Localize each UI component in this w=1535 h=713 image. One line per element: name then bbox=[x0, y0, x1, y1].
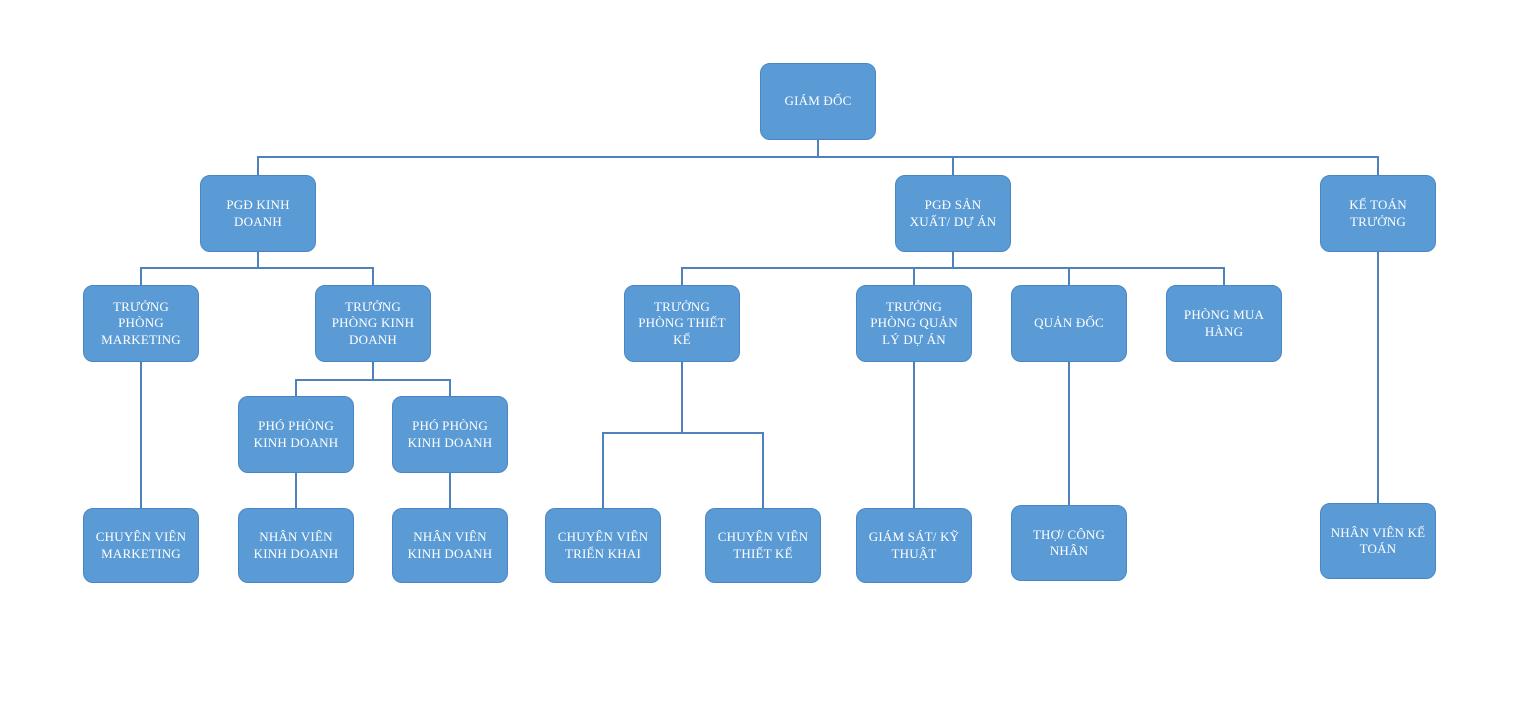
connector-line bbox=[449, 380, 451, 396]
org-node-pgd-kinh-doanh[interactable]: PGĐ KINH DOANH bbox=[200, 175, 316, 252]
connector-line bbox=[449, 473, 451, 508]
connector-line bbox=[1068, 268, 1070, 285]
org-node-truong-phong-marketing[interactable]: TRƯỞNG PHÒNG MARKETING bbox=[83, 285, 199, 362]
org-node-giam-sat-ky-thuat[interactable]: GIÁM SÁT/ KỸ THUẬT bbox=[856, 508, 972, 583]
connector-line bbox=[602, 433, 604, 508]
org-node-label: CHUYÊN VIÊN THIẾT KẾ bbox=[717, 529, 809, 561]
org-node-label: CHUYÊN VIÊN MARKETING bbox=[95, 529, 187, 561]
org-node-nhan-vien-ke-toan[interactable]: NHÂN VIÊN KẾ TOÁN bbox=[1320, 503, 1436, 579]
connector-line bbox=[913, 268, 915, 285]
connector-line bbox=[952, 157, 954, 175]
connector-line bbox=[257, 157, 259, 175]
connector-line bbox=[140, 268, 142, 285]
org-node-pgd-san-xuat[interactable]: PGĐ SẢN XUẤT/ DỰ ÁN bbox=[895, 175, 1011, 252]
org-node-phong-mua-hang[interactable]: PHÒNG MUA HÀNG bbox=[1166, 285, 1282, 362]
connector-line bbox=[1377, 252, 1379, 503]
org-node-truong-phong-thiet-ke[interactable]: TRƯỞNG PHÒNG THIẾT KẾ bbox=[624, 285, 740, 362]
connector-line bbox=[762, 433, 764, 508]
connector-line bbox=[140, 267, 374, 269]
connector-line bbox=[295, 380, 297, 396]
connector-line bbox=[372, 268, 374, 285]
org-node-label: PGĐ SẢN XUẤT/ DỰ ÁN bbox=[909, 197, 997, 229]
org-node-pho-phong-kinh-doanh-1[interactable]: PHÓ PHÒNG KINH DOANH bbox=[238, 396, 354, 473]
org-node-label: TRƯỞNG PHÒNG QUẢN LÝ DỰ ÁN bbox=[870, 299, 958, 347]
org-node-quan-doc[interactable]: QUẢN ĐỐC bbox=[1011, 285, 1127, 362]
org-node-nhan-vien-kinh-doanh-1[interactable]: NHÂN VIÊN KINH DOANH bbox=[238, 508, 354, 583]
org-node-label: GIÁM SÁT/ KỸ THUẬT bbox=[868, 529, 960, 561]
org-node-truong-phong-quan-ly-du-an[interactable]: TRƯỞNG PHÒNG QUẢN LÝ DỰ ÁN bbox=[856, 285, 972, 362]
org-node-label: THỢ/ CÔNG NHÂN bbox=[1032, 526, 1106, 558]
org-node-label: NHÂN VIÊN KẾ TOÁN bbox=[1330, 524, 1426, 556]
org-node-chuyen-vien-trien-khai[interactable]: CHUYÊN VIÊN TRIỂN KHAI bbox=[545, 508, 661, 583]
org-node-label: PHÓ PHÒNG KINH DOANH bbox=[407, 418, 493, 450]
connector-line bbox=[257, 156, 1379, 158]
org-node-chuyen-vien-thiet-ke[interactable]: CHUYÊN VIÊN THIẾT KẾ bbox=[705, 508, 821, 583]
connector-line bbox=[913, 362, 915, 508]
org-node-label: NHÂN VIÊN KINH DOANH bbox=[253, 529, 339, 561]
connector-line bbox=[1068, 362, 1070, 505]
org-node-label: CHUYÊN VIÊN TRIỂN KHAI bbox=[557, 529, 649, 561]
org-node-label: GIÁM ĐỐC bbox=[784, 93, 852, 109]
connector-line bbox=[372, 362, 374, 380]
connector-line bbox=[295, 473, 297, 508]
org-node-ke-toan-truong[interactable]: KẾ TOÁN TRƯỞNG bbox=[1320, 175, 1436, 252]
connector-line bbox=[681, 362, 683, 433]
org-node-nhan-vien-kinh-doanh-2[interactable]: NHÂN VIÊN KINH DOANH bbox=[392, 508, 508, 583]
connector-line bbox=[602, 432, 764, 434]
connector-line bbox=[295, 379, 451, 381]
org-node-tho-cong-nhan[interactable]: THỢ/ CÔNG NHÂN bbox=[1011, 505, 1127, 581]
org-node-label: NHÂN VIÊN KINH DOANH bbox=[407, 529, 493, 561]
connector-line bbox=[1223, 268, 1225, 285]
org-node-label: TRƯỞNG PHÒNG KINH DOANH bbox=[331, 299, 415, 347]
connector-line bbox=[681, 268, 683, 285]
org-node-label: KẾ TOÁN TRƯỞNG bbox=[1349, 197, 1407, 229]
org-node-giam-doc[interactable]: GIÁM ĐỐC bbox=[760, 63, 876, 140]
connector-line bbox=[817, 140, 819, 157]
org-node-label: PGĐ KINH DOANH bbox=[226, 197, 290, 229]
connector-line bbox=[257, 252, 259, 268]
org-node-label: TRƯỞNG PHÒNG MARKETING bbox=[101, 299, 181, 347]
connector-line bbox=[952, 252, 954, 268]
connector-line bbox=[140, 362, 142, 508]
org-node-pho-phong-kinh-doanh-2[interactable]: PHÓ PHÒNG KINH DOANH bbox=[392, 396, 508, 473]
org-node-truong-phong-kinh-doanh[interactable]: TRƯỞNG PHÒNG KINH DOANH bbox=[315, 285, 431, 362]
org-node-label: QUẢN ĐỐC bbox=[1034, 315, 1104, 331]
connector-line bbox=[1377, 157, 1379, 175]
org-node-label: PHÓ PHÒNG KINH DOANH bbox=[253, 418, 339, 450]
org-node-label: TRƯỞNG PHÒNG THIẾT KẾ bbox=[638, 299, 726, 347]
org-node-chuyen-vien-marketing[interactable]: CHUYÊN VIÊN MARKETING bbox=[83, 508, 199, 583]
org-node-label: PHÒNG MUA HÀNG bbox=[1183, 307, 1265, 339]
connector-line bbox=[681, 267, 1225, 269]
